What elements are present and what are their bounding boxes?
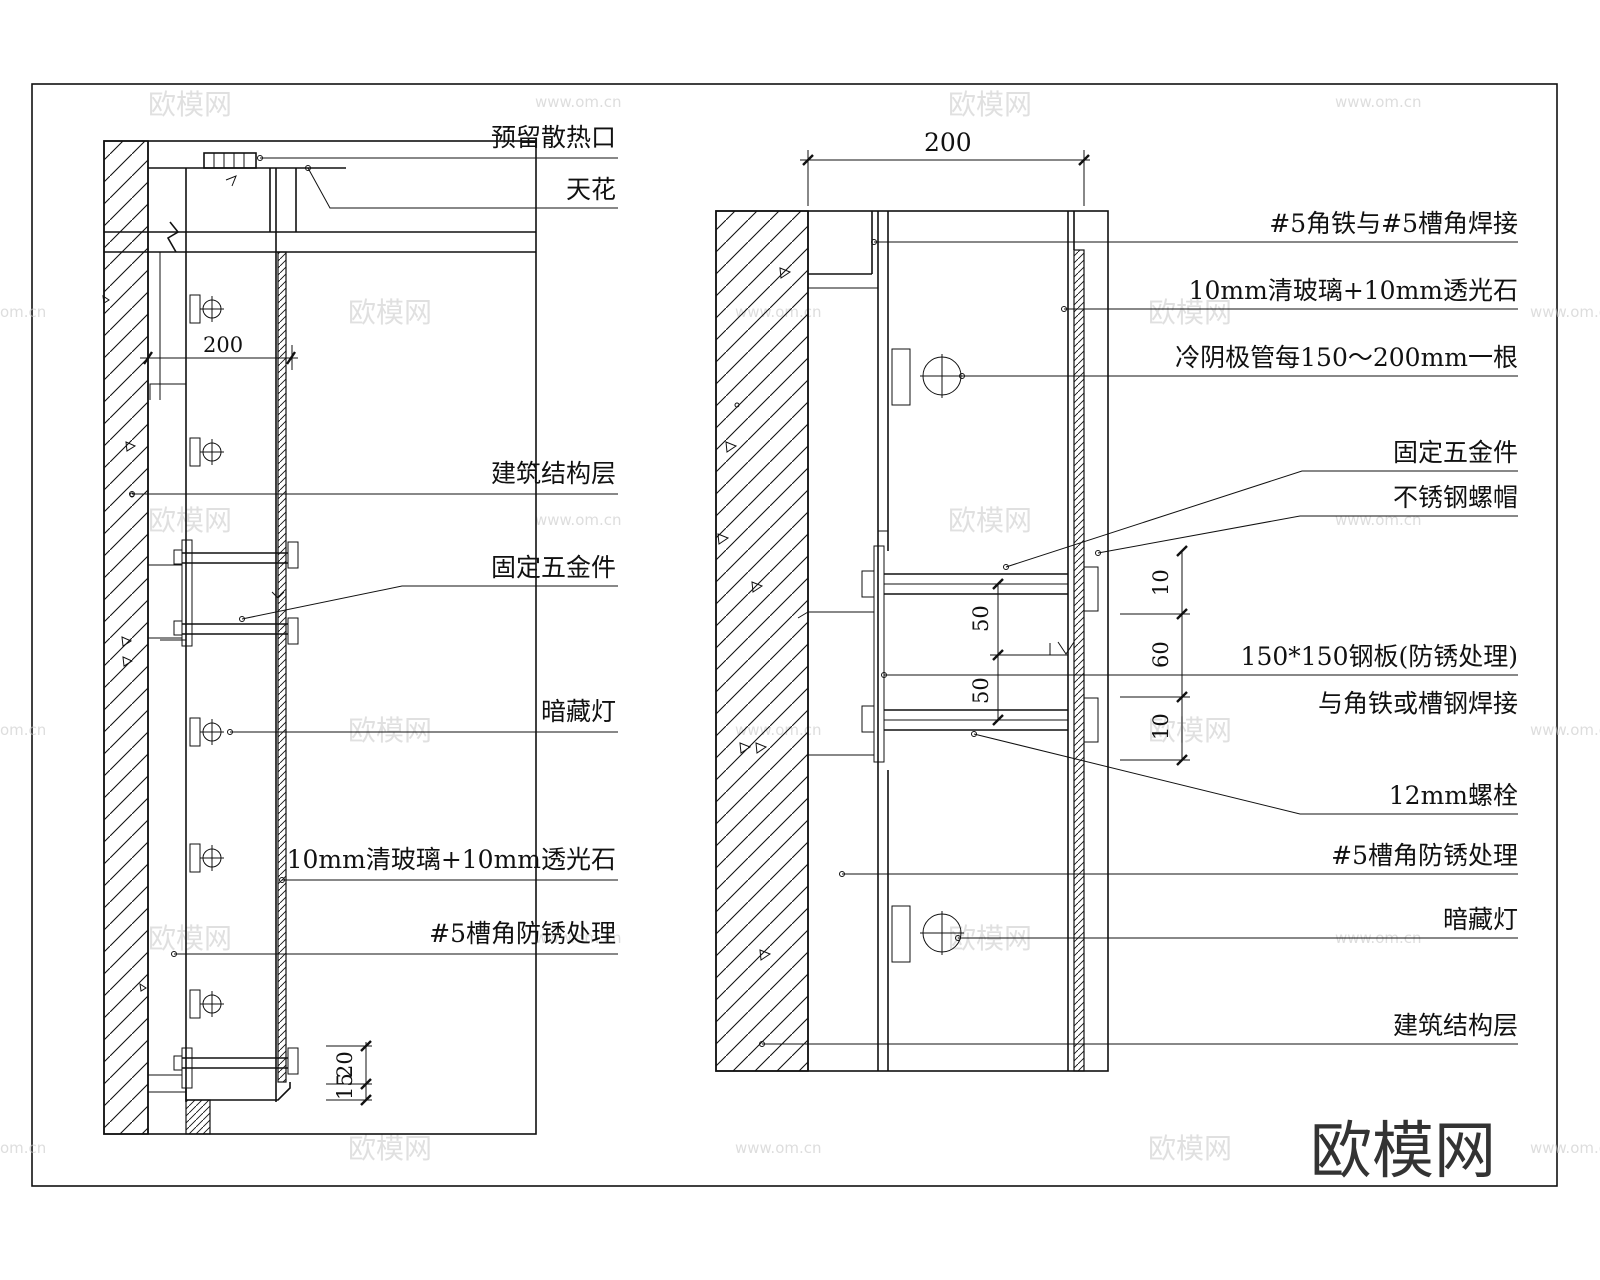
label-vent: 预留散热口 <box>491 123 616 152</box>
watermark-url: www.om.cn <box>1530 1139 1600 1157</box>
watermark-url: om.cn <box>0 303 46 321</box>
left-section: 200 15 20 <box>102 123 618 1135</box>
label-structure-right: 建筑结构层 <box>1393 1011 1518 1040</box>
lamp-icon <box>189 717 224 747</box>
watermark-url: www.om.cn <box>1335 93 1422 111</box>
right-dim-label: 200 <box>924 128 972 157</box>
left-bolt-assemblies <box>148 539 299 1089</box>
watermark-brand: 欧模网 <box>348 714 432 747</box>
watermark-url: www.om.cn <box>735 1139 822 1157</box>
watermark-url: www.om.cn <box>535 93 622 111</box>
watermark-url: www.om.cn <box>1335 511 1422 529</box>
right-bolt-assemblies <box>797 545 1099 763</box>
left-wall-hatch <box>103 140 149 1135</box>
label-hardware: 固定五金件 <box>491 553 616 582</box>
right-inner-dim-2: 50 <box>969 677 993 704</box>
watermark-url: om.cn <box>0 1139 46 1157</box>
right-section: 50 50 10 60 10 200 <box>715 128 1518 1072</box>
watermark-url: www.om.cn <box>535 511 622 529</box>
watermark-brand: 欧模网 <box>148 922 232 955</box>
left-glass-panel <box>277 251 287 1083</box>
watermark-brand: 欧模网 <box>1148 714 1232 747</box>
watermark-url: www.om.cn <box>535 929 622 947</box>
label-nut: 不锈钢螺帽 <box>1393 483 1518 512</box>
right-inner-dim-1: 50 <box>969 605 993 632</box>
label-tube: 冷阴极管每150～200mm一根 <box>1175 343 1518 372</box>
label-hidden-light-right: 暗藏灯 <box>1443 905 1518 934</box>
label-plate: 150*150钢板(防锈处理) <box>1241 642 1518 671</box>
watermark-brand: 欧模网 <box>1148 1132 1232 1165</box>
label-glass-right: 10mm清玻璃+10mm透光石 <box>1189 276 1518 305</box>
label-weld: #5角铁与#5槽角焊接 <box>1269 209 1518 238</box>
left-dimension-bottom <box>326 1040 372 1106</box>
watermark-brand: 欧模网 <box>1148 296 1232 329</box>
label-plate-weld: 与角铁或槽钢焊接 <box>1318 689 1518 718</box>
watermark-url: www.om.cn <box>1530 303 1600 321</box>
lamp-icon <box>189 294 224 324</box>
left-dim-bottom-1: 15 <box>333 1073 357 1100</box>
label-glass: 10mm清玻璃+10mm透光石 <box>287 845 616 874</box>
right-dimension-200 <box>800 150 1090 206</box>
sheet-border <box>31 83 1558 1187</box>
right-tube-upper <box>891 348 964 406</box>
watermark-url: www.om.cn <box>1530 721 1600 739</box>
watermark-brand: 欧模网 <box>948 88 1032 121</box>
watermark-brand: 欧模网 <box>348 296 432 329</box>
brand-watermark: 欧模网 <box>1310 1114 1496 1187</box>
watermark-layer: 欧模网 www.om.cn 欧模网 www.om.cn om.cn 欧模网 ww… <box>0 88 1600 1165</box>
watermark-brand: 欧模网 <box>148 88 232 121</box>
left-lamps <box>189 294 224 1019</box>
left-dim-label: 200 <box>203 333 243 357</box>
left-dim-bottom-2: 20 <box>333 1051 357 1078</box>
right-glass-panel <box>1073 249 1085 1072</box>
right-side-dim-3: 10 <box>1149 713 1173 740</box>
label-hidden-light: 暗藏灯 <box>541 697 616 726</box>
vent-grille <box>203 152 257 169</box>
lamp-icon <box>189 843 224 873</box>
watermark-url: om.cn <box>0 721 46 739</box>
right-side-dims <box>1120 545 1190 766</box>
label-channel-right: #5槽角防锈处理 <box>1331 841 1518 870</box>
right-leaders <box>759 239 1518 1047</box>
watermark-brand: 欧模网 <box>348 1132 432 1165</box>
right-side-dim-1: 10 <box>1149 569 1173 596</box>
left-leaders <box>129 155 618 957</box>
left-dimension-200 <box>140 345 298 370</box>
label-hardware-right: 固定五金件 <box>1393 438 1518 467</box>
label-channel: #5槽角防锈处理 <box>429 919 616 948</box>
right-wall-hatch <box>715 210 809 1072</box>
watermark-brand: 欧模网 <box>948 504 1032 537</box>
right-side-dim-2: 60 <box>1149 641 1173 668</box>
label-structure: 建筑结构层 <box>491 459 616 488</box>
label-ceiling: 天花 <box>566 175 616 204</box>
right-tube-lower <box>891 905 964 963</box>
lamp-icon <box>189 437 224 467</box>
right-inner-dims <box>990 578 1012 726</box>
lamp-icon <box>189 989 224 1019</box>
watermark-brand: 欧模网 <box>148 504 232 537</box>
right-concrete-marks <box>717 267 792 961</box>
label-bolt: 12mm螺栓 <box>1389 781 1518 810</box>
